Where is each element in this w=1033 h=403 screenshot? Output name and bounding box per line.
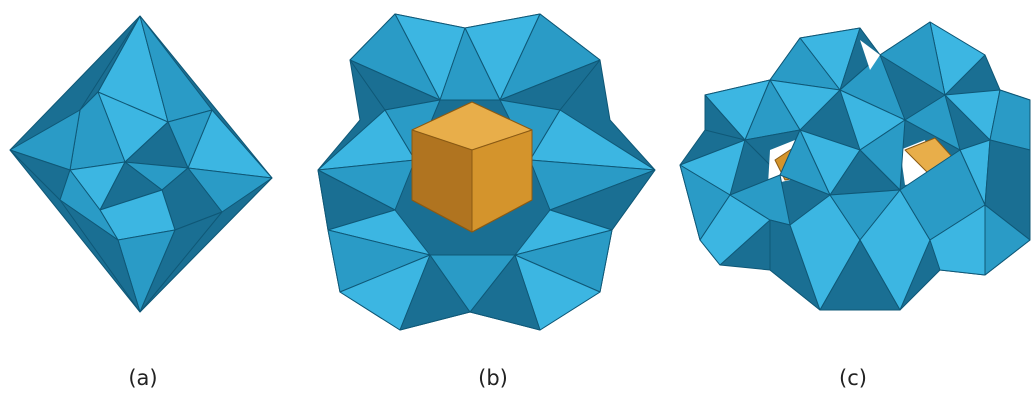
cluster-b [317,13,656,331]
cluster-c [679,21,1031,311]
panel-label-b: (b) [478,366,508,390]
panel-label-c: (c) [839,366,867,390]
panel-label-a: (a) [128,366,158,390]
central-octahedron [411,101,533,233]
cluster-a [9,15,273,313]
